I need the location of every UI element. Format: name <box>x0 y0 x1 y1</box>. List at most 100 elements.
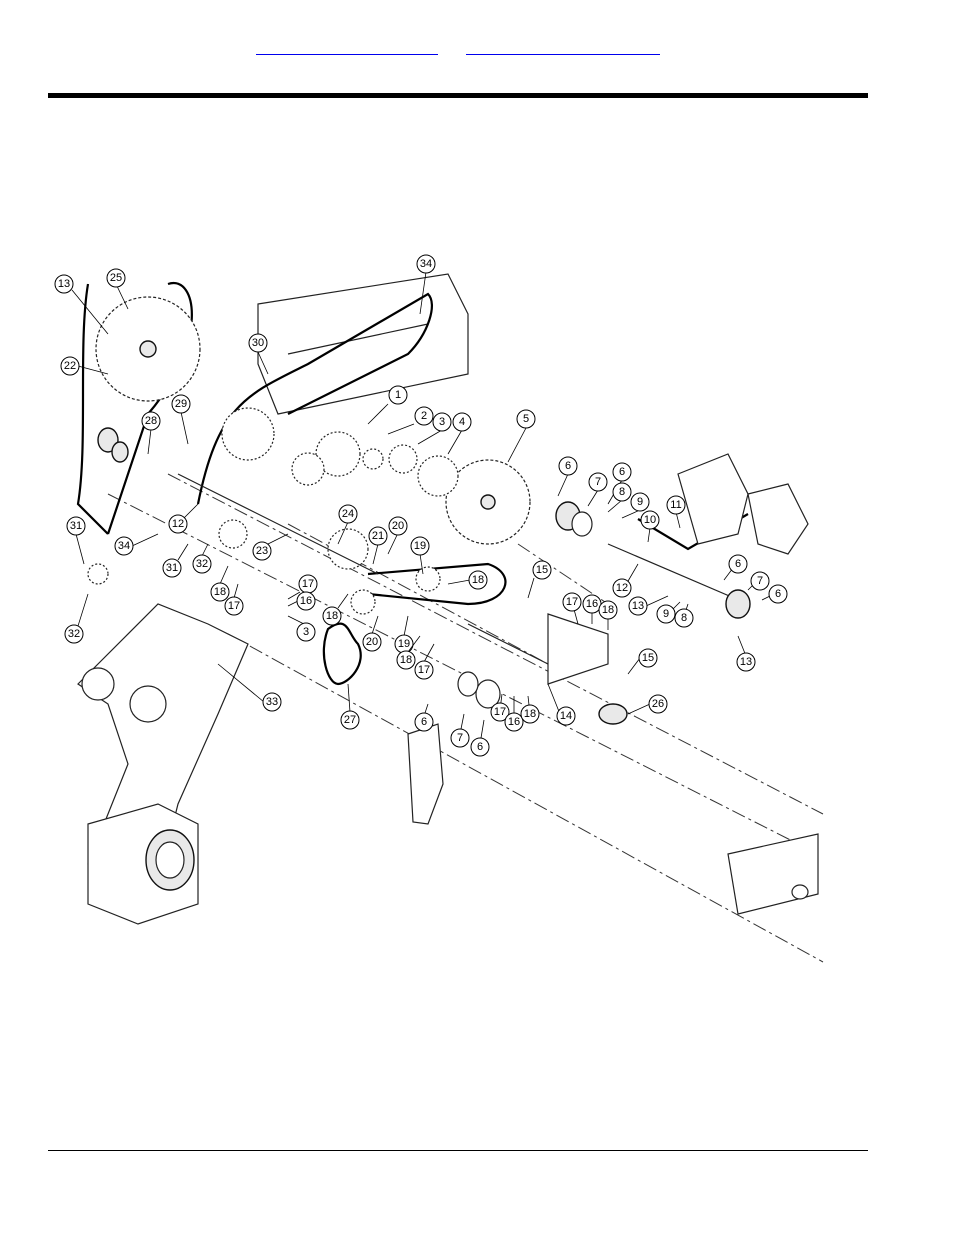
svg-text:3: 3 <box>439 416 445 428</box>
svg-text:7: 7 <box>457 732 463 744</box>
callout-9b: 9 <box>656 601 681 624</box>
callout-17a: 17 <box>224 583 244 616</box>
svg-text:4: 4 <box>459 416 465 428</box>
svg-text:8: 8 <box>619 486 625 498</box>
svg-text:25: 25 <box>110 272 122 284</box>
svg-text:26: 26 <box>652 698 664 710</box>
svg-text:31: 31 <box>166 562 178 574</box>
callout-17c: 17 <box>414 643 435 680</box>
svg-text:20: 20 <box>366 636 378 648</box>
callout-6e: 6 <box>723 554 748 581</box>
callout-13c: 13 <box>736 635 756 672</box>
svg-text:24: 24 <box>342 508 354 520</box>
frame-outline <box>107 473 824 963</box>
callout-34b: 34 <box>114 533 159 556</box>
svg-text:30: 30 <box>252 337 264 349</box>
svg-text:10: 10 <box>644 514 656 526</box>
callout-30: 30 <box>248 333 269 375</box>
svg-text:20: 20 <box>392 520 404 532</box>
callout-14: 14 <box>547 683 576 726</box>
callout-29: 29 <box>171 394 191 445</box>
svg-text:14: 14 <box>560 710 572 722</box>
callout-2: 2 <box>387 406 434 435</box>
callout-7a: 7 <box>450 713 470 748</box>
svg-text:17: 17 <box>566 596 578 608</box>
callout-32b: 32 <box>64 593 89 644</box>
callout-3a: 3 <box>417 412 452 445</box>
svg-text:18: 18 <box>326 610 338 622</box>
callout-9a: 9 <box>621 492 650 519</box>
svg-text:6: 6 <box>735 558 741 570</box>
callout-24: 24 <box>337 504 358 545</box>
svg-text:17: 17 <box>302 578 314 590</box>
svg-text:11: 11 <box>670 499 681 511</box>
svg-text:6: 6 <box>421 716 427 728</box>
callout-23: 23 <box>252 533 289 561</box>
svg-text:19: 19 <box>398 638 410 650</box>
svg-text:27: 27 <box>344 714 356 726</box>
svg-text:6: 6 <box>565 460 571 472</box>
callout-18f: 18 <box>598 600 618 630</box>
svg-text:18: 18 <box>602 604 614 616</box>
callout-12a: 12 <box>168 503 199 534</box>
svg-text:32: 32 <box>196 558 208 570</box>
callout-11: 11 <box>666 495 686 529</box>
main-bar <box>257 273 819 915</box>
callout-33: 33 <box>217 663 282 712</box>
callout-17b: 17 <box>287 574 318 600</box>
svg-text:8: 8 <box>681 612 687 624</box>
callout-18c: 18 <box>322 593 349 626</box>
svg-text:17: 17 <box>228 600 240 612</box>
callout-6b: 6 <box>470 719 490 757</box>
callout-18a: 18 <box>447 570 488 590</box>
svg-text:7: 7 <box>757 575 763 587</box>
callouts: 13 25 22 34 30 29 28 1 2 3 4 5 12 24 20 … <box>54 254 788 757</box>
svg-text:19: 19 <box>414 540 426 552</box>
callout-31b: 31 <box>162 543 189 578</box>
svg-text:9: 9 <box>663 608 669 620</box>
callout-7b: 7 <box>587 472 608 507</box>
svg-text:18: 18 <box>400 654 412 666</box>
sprockets <box>87 296 531 615</box>
callout-16a: 16 <box>287 591 316 611</box>
callout-21: 21 <box>368 526 388 565</box>
callout-13: 13 <box>54 274 109 335</box>
callout-31a: 31 <box>66 516 86 565</box>
callout-19a: 19 <box>410 536 430 575</box>
svg-text:15: 15 <box>536 564 548 576</box>
svg-text:16: 16 <box>508 716 520 728</box>
svg-text:21: 21 <box>372 530 384 542</box>
svg-text:17: 17 <box>494 706 506 718</box>
svg-text:16: 16 <box>586 598 598 610</box>
callout-6a: 6 <box>414 703 434 732</box>
callout-1: 1 <box>367 385 408 425</box>
svg-text:34: 34 <box>118 540 130 552</box>
callout-8a: 8 <box>607 482 632 513</box>
footer-rule <box>48 1150 868 1151</box>
header-rule <box>48 93 868 98</box>
header-link-left[interactable] <box>256 40 438 55</box>
svg-text:7: 7 <box>595 476 601 488</box>
callout-5: 5 <box>507 409 536 463</box>
svg-text:1: 1 <box>395 389 401 401</box>
svg-text:6: 6 <box>619 466 625 478</box>
svg-text:9: 9 <box>637 496 643 508</box>
callout-15b: 15 <box>627 648 658 675</box>
callout-27: 27 <box>340 683 360 730</box>
callout-26: 26 <box>627 694 668 715</box>
callout-34: 34 <box>416 254 436 315</box>
svg-text:33: 33 <box>266 696 278 708</box>
callout-15a: 15 <box>527 560 552 599</box>
row-units <box>677 453 809 555</box>
svg-text:13: 13 <box>58 278 70 290</box>
callout-6f: 6 <box>761 584 788 604</box>
header-link-right[interactable] <box>466 40 660 55</box>
callout-22: 22 <box>60 356 109 376</box>
callout-28: 28 <box>141 411 161 455</box>
callout-18d: 18 <box>396 635 421 670</box>
callout-25: 25 <box>106 268 129 310</box>
callout-16c: 16 <box>582 594 602 624</box>
callout-20a: 20 <box>387 516 408 555</box>
svg-text:17: 17 <box>418 664 430 676</box>
callout-18e: 18 <box>520 695 540 724</box>
